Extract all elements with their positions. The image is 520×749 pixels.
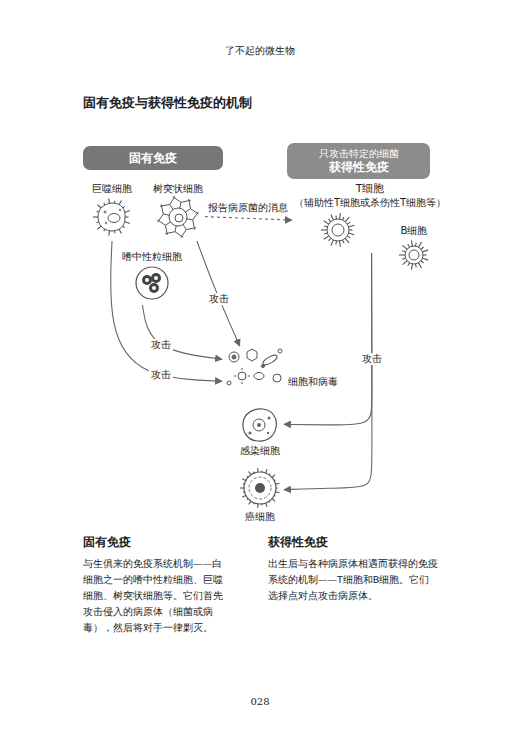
running-header: 了不起的微生物 xyxy=(0,44,520,58)
cell-label: 感染细胞 xyxy=(240,444,280,457)
cell-node: 巨噬细胞 xyxy=(90,180,134,241)
picture-space xyxy=(224,348,288,388)
page-number: 028 xyxy=(0,695,520,709)
edge-label: 攻击 xyxy=(149,369,173,381)
category-band: 固有免疫 xyxy=(83,146,223,170)
pathogen-cluster-figure xyxy=(227,349,282,385)
category-band: 只攻击特定的细菌获得性免疫 xyxy=(287,143,430,179)
diagram-title: 固有免疫与获得性免疫的机制 xyxy=(83,94,252,112)
band-text: 获得性免疫 xyxy=(329,160,389,175)
edge-label: 报告病原菌的消息 xyxy=(206,202,290,214)
macrophage-figure xyxy=(93,198,130,235)
edge-label: 攻击 xyxy=(360,353,384,365)
picture-space xyxy=(156,195,200,239)
target-node: 感染细胞 xyxy=(236,404,284,459)
b-cell-figure xyxy=(399,240,428,270)
picture-space xyxy=(132,263,172,303)
connector-arrow xyxy=(284,253,372,425)
band-text: 固有免疫 xyxy=(129,150,177,166)
section-heading: 获得性免疫 xyxy=(268,535,328,549)
picture-space xyxy=(348,209,392,251)
dendritic-cell-figure xyxy=(157,196,199,238)
cell-label: （辅助性T细胞或杀伤性T细胞等） xyxy=(294,196,446,209)
cancer-cell-figure xyxy=(240,468,279,508)
cell-label: 树突状细胞 xyxy=(153,182,203,195)
section-heading: 固有免疫 xyxy=(83,535,131,549)
cell-label: 细胞和病毒 xyxy=(288,375,338,388)
neutrophil-figure xyxy=(136,267,168,299)
picture-space xyxy=(238,466,282,510)
target-node: 癌细胞 xyxy=(236,464,284,525)
band-text: 只攻击特定的细菌 xyxy=(319,147,399,160)
cell-label: 巨噬细胞 xyxy=(92,182,132,195)
connector-arrow xyxy=(197,241,240,346)
body-paragraph: 出生后与各种病原体相遇而获得的免疫系统的机制——T细胞和B细胞。它们选择点对点攻… xyxy=(268,556,438,604)
cell-node: 嗜中性粒细胞 xyxy=(120,248,184,305)
picture-space xyxy=(397,237,431,273)
cell-label: 癌细胞 xyxy=(245,510,275,523)
cell-node: 树突状细胞 xyxy=(151,180,205,241)
picture-space xyxy=(92,195,132,239)
infected-cell-figure xyxy=(243,409,276,441)
edge-label: 攻击 xyxy=(207,293,231,305)
connector-arrow xyxy=(205,217,292,221)
connector-arrow xyxy=(142,305,222,359)
cell-node: T细胞（辅助性T细胞或杀伤性T细胞等） xyxy=(292,180,448,253)
cell-label: 嗜中性粒细胞 xyxy=(122,250,182,263)
edge-label: 攻击 xyxy=(149,339,173,351)
body-paragraph: 与生俱来的免疫系统机制——白细胞之一的嗜中性粒细胞、巨噬细胞、树突状细胞等。它们… xyxy=(83,556,231,636)
picture-space xyxy=(238,406,282,444)
cell-label: B细胞 xyxy=(401,224,428,237)
cell-node: B细胞 xyxy=(395,222,433,275)
t-cell-figure xyxy=(321,213,354,247)
target-node: 细胞和病毒 xyxy=(222,346,340,390)
connector-arrow xyxy=(284,253,372,490)
cell-label: T细胞 xyxy=(356,182,385,196)
